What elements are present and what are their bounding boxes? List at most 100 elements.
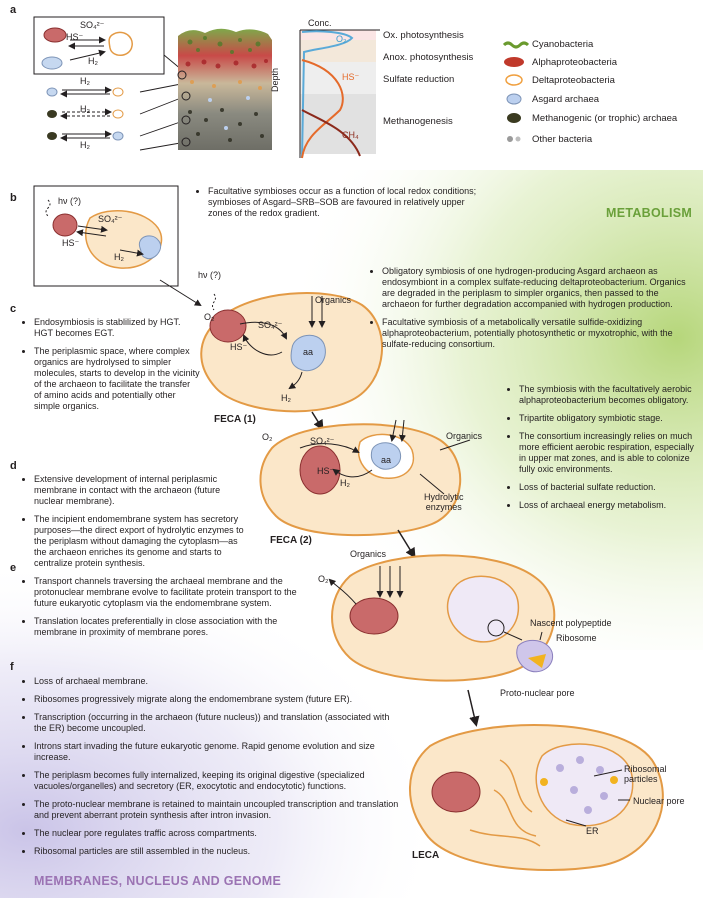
nascent-polypeptide-label: Nascent polypeptide	[530, 618, 612, 628]
feca1-hs-label: HS⁻	[230, 342, 248, 352]
feca1-h2-label: H₂	[281, 393, 291, 403]
right-bullet-2-2: The consortium increasingly relies on mu…	[519, 431, 701, 475]
panel-f-bullet-4: The periplasm becomes fully internalized…	[34, 770, 400, 792]
panel-f-bullet-2: Transcription (occurring in the archaeon…	[34, 712, 400, 734]
right-bullet-1-0: Obligatory symbiosis of one hydrogen-pro…	[382, 266, 690, 310]
legend-asgard-archaea: Asgard archaea	[532, 94, 600, 105]
feca1-hv-label: hν (?)	[198, 270, 222, 280]
panel-c-bullets: Endosymbiosis is stablilized by HGT. HGT…	[20, 317, 200, 419]
feca1-organics-label: Organics	[315, 295, 352, 305]
panel-b-bullet: Facultative symbioses occur as a functio…	[194, 186, 490, 226]
legend-cyanobacteria: Cyanobacteria	[532, 39, 594, 50]
panel-c-bullet-1: The periplasmic space, where complex org…	[34, 346, 200, 412]
concentration-depth-profile	[299, 29, 380, 159]
panel-label-a: a	[10, 4, 17, 16]
nuclear-pore-label: Nuclear pore	[633, 796, 685, 806]
o2-curve-label: O₂	[336, 34, 347, 44]
right-bullet-2-4: Loss of archaeal energy metabolism.	[519, 500, 701, 511]
deltaproteobacteria-icon	[505, 74, 523, 86]
panel-f-bullets: Loss of archaeal membrane. Ribosomes pro…	[20, 676, 400, 864]
ch4-curve-label: CH₄	[342, 130, 359, 140]
feca1-aa-label: aa	[303, 347, 314, 357]
feca2-h2-label: H₂	[340, 478, 350, 488]
row2-h2-label: H₂	[80, 104, 90, 114]
feca1-so4-label: SO₄²⁻	[258, 320, 283, 330]
panel-b-hv-label: hν (?)	[58, 196, 82, 206]
panel-label-c: c	[10, 303, 17, 315]
methanogen-icon	[507, 113, 521, 123]
right-bullets-2: The symbiosis with the facultatively aer…	[505, 384, 701, 518]
row1-h2-label: H₂	[80, 76, 90, 86]
feca2-so4-label: SO₄²⁻	[310, 436, 335, 446]
panel-e-bullet-0: Transport channels traversing the archae…	[34, 576, 302, 609]
hs-curve-label: HS⁻	[342, 72, 360, 82]
panel-f-bullet-3: Introns start invading the future eukary…	[34, 741, 400, 763]
ribosomal-particles-label: Ribosomal particles	[624, 764, 667, 784]
feca1-cell	[200, 292, 383, 413]
microbial-mat-illustration	[177, 28, 272, 150]
stage3-cell	[328, 554, 556, 682]
metabolism-heading: METABOLISM	[606, 206, 693, 220]
arrow-feca2-to-stage3	[397, 529, 416, 559]
er-label: ER	[586, 826, 599, 836]
leca-title: LECA	[412, 850, 440, 861]
panel-b-inset-box	[33, 185, 179, 287]
legend-icons	[502, 41, 530, 142]
panel-a-inset-box	[33, 16, 165, 75]
zone-ox-photosynthesis: Ox. photosynthesis	[383, 30, 464, 41]
stage3-organics-label: Organics	[350, 549, 387, 559]
feca2-title: FECA (2)	[270, 535, 312, 546]
panel-e-bullets: Transport channels traversing the archae…	[20, 576, 302, 645]
right-bullets-1: Obligatory symbiosis of one hydrogen-pro…	[368, 266, 690, 357]
legend-deltaproteobacteria: Deltaproteobacteria	[532, 75, 615, 86]
inset-h2-label: H₂	[88, 56, 98, 66]
arrow-feca1-to-feca2	[311, 411, 324, 431]
arrow-b-to-feca1	[159, 279, 202, 307]
inset-so4-label: SO₄²⁻	[80, 20, 105, 30]
feca2-o2-label: O₂	[262, 432, 273, 442]
alphaproteobacteria-icon	[504, 57, 524, 67]
right-bullet-2-1: Tripartite obligatory symbiotic stage.	[519, 413, 701, 424]
zone-methanogenesis: Methanogenesis	[383, 116, 453, 127]
zone-sulfate-reduction: Sulfate reduction	[383, 74, 455, 85]
ribosome-label: Ribosome	[556, 633, 597, 643]
panel-e-bullet-1: Translation locates preferentially in cl…	[34, 616, 302, 638]
panel-label-e: e	[10, 562, 17, 574]
panel-b-hs-label: HS⁻	[62, 238, 80, 248]
panel-d-bullet-1: The incipient endomembrane system has se…	[34, 514, 246, 569]
panel-label-f: f	[10, 661, 14, 673]
feca2-hydrolytic-enzymes-label: Hydrolytic enzymes	[424, 492, 464, 512]
panel-b-h2-label: H₂	[114, 252, 124, 262]
feca2-cell	[259, 419, 471, 537]
legend-other-bacteria: Other bacteria	[532, 134, 593, 145]
leca-cell	[409, 724, 664, 871]
legend-alphaproteobacteria: Alphaproteobacteria	[532, 57, 618, 68]
depth-axis-label: Depth	[270, 67, 280, 92]
panel-c-bullet-0: Endosymbiosis is stablilized by HGT. HGT…	[34, 317, 200, 339]
feca1-title: FECA (1)	[214, 414, 256, 425]
panel-f-bullet-1: Ribosomes progressively migrate along th…	[34, 694, 400, 705]
zone-anox-photosynthesis: Anox. photosynthesis	[383, 52, 474, 63]
panel-f-bullet-7: Ribosomal particles are still assembled …	[34, 846, 400, 857]
panel-b-so4-label: SO₄²⁻	[98, 214, 123, 224]
feca1-o2-label: O₂	[204, 312, 215, 322]
panel-f-bullet-6: The nuclear pore regulates traffic acros…	[34, 828, 400, 839]
row3-h2-label: H₂	[80, 140, 90, 150]
right-bullet-1-1: Facultative symbiosis of a metabolically…	[382, 317, 690, 350]
panel-label-b: b	[10, 192, 17, 204]
feca2-organics-label: Organics	[446, 431, 483, 441]
panel-d-bullet-0: Extensive development of internal peripl…	[34, 474, 246, 507]
membranes-nucleus-genome-heading: MEMBRANES, NUCLEUS AND GENOME	[34, 874, 282, 888]
panel-label-d: d	[10, 460, 17, 472]
right-bullet-2-0: The symbiosis with the facultatively aer…	[519, 384, 701, 406]
inset-hs-label: HS⁻	[66, 32, 84, 42]
panel-f-bullet-5: The proto-nuclear membrane is retained t…	[34, 799, 400, 821]
panel-d-bullets: Extensive development of internal peripl…	[20, 474, 246, 576]
stage3-o2-label: O₂	[318, 574, 329, 584]
feca2-hs-label: HS⁻	[317, 466, 335, 476]
legend-methanogenic-archaea: Methanogenic (or trophic) archaea	[532, 113, 678, 124]
other-bacteria-icon	[507, 136, 513, 142]
panel-a-cell-pairs	[46, 86, 124, 142]
ribosome-zoom	[516, 631, 554, 673]
